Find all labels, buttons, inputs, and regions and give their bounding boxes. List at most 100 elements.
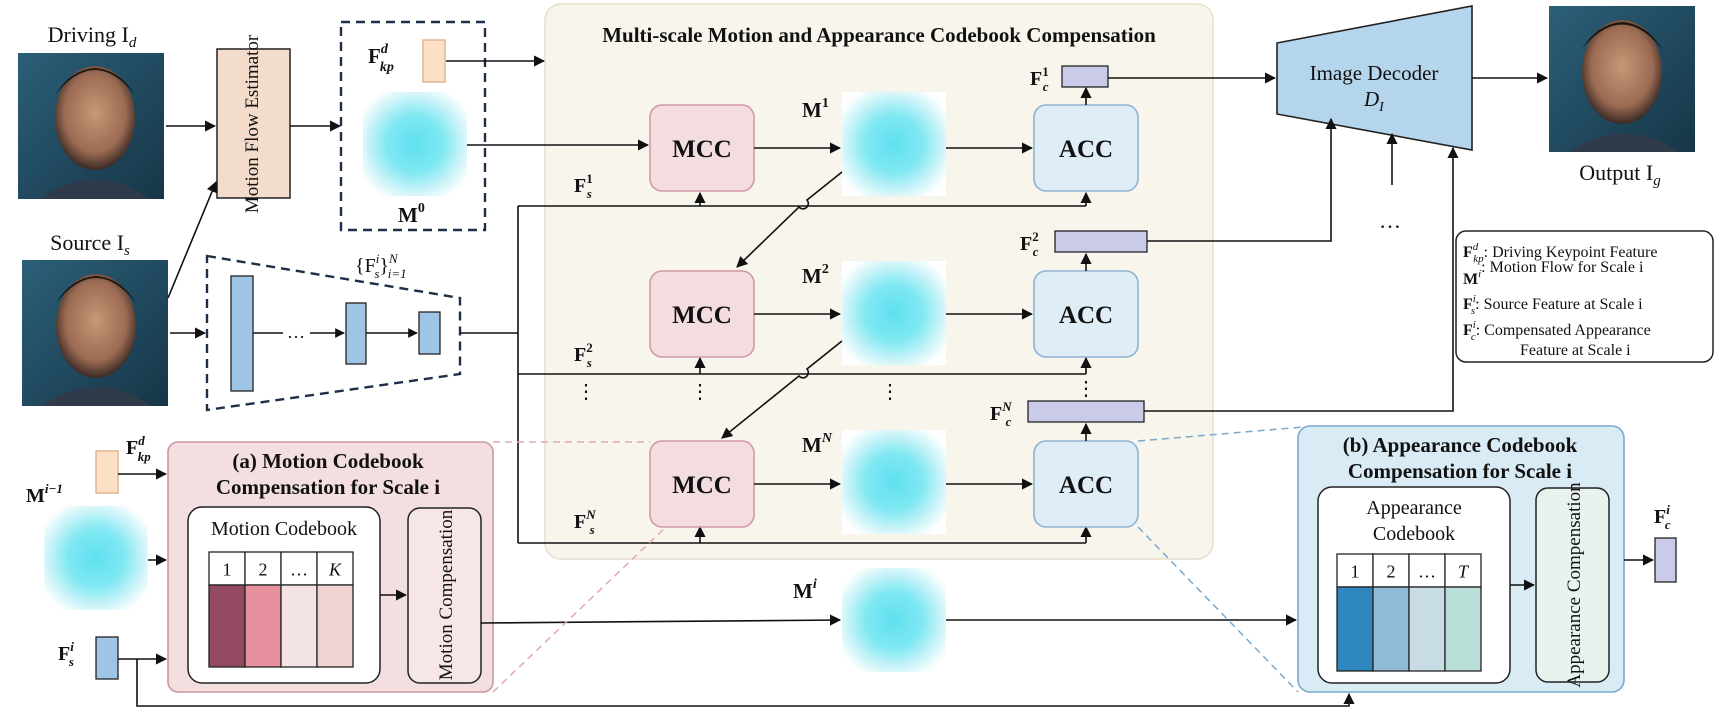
- appearance-compensation-box: [1535, 487, 1610, 683]
- panel-a-title-2: Compensation for Scale i: [216, 475, 440, 499]
- flow-mi: [842, 568, 946, 672]
- encoder-feature-1: [230, 275, 254, 392]
- motion-codebook-header-cell: [244, 551, 282, 586]
- source-feature-i: [95, 636, 119, 680]
- motion-codebook-entry: [208, 584, 246, 668]
- m2-label: M2: [802, 262, 829, 288]
- appearance-codebook-header-label: T: [1458, 562, 1470, 582]
- source-image: [22, 260, 168, 406]
- panel-a-title-1: (a) Motion Codebook: [232, 449, 424, 473]
- decoder-ellipsis: …: [1379, 208, 1401, 233]
- motion-codebook-header-cell: [208, 551, 246, 586]
- legend-continuation: Feature at Scale i: [1520, 342, 1631, 359]
- mi-label: Mi: [793, 577, 817, 603]
- main-panel-title: Multi-scale Motion and Appearance Codebo…: [602, 23, 1156, 47]
- motion-codebook-entry: [280, 584, 318, 668]
- motion-flow-estimator: [216, 48, 291, 199]
- appearance-codebook-header-label: 2: [1387, 562, 1396, 582]
- encoder-ellipsis: …: [287, 322, 305, 342]
- m1-label: M1: [802, 96, 829, 122]
- motion-compensation-label: Motion Compensation: [436, 509, 457, 680]
- motion-codebook-entry: [244, 584, 282, 668]
- fc2-feature: [1054, 230, 1148, 253]
- acc-block-n: ACC: [1033, 440, 1139, 528]
- mcc-block-n: MCC: [649, 440, 755, 528]
- mcc-block-1: MCC: [649, 104, 755, 192]
- appearance-codebook-cells: 1 2 … T: [1336, 553, 1482, 672]
- encoder-feature-3: [418, 311, 441, 355]
- acc-block-2: ACC: [1033, 270, 1139, 358]
- source-encoder: [205, 254, 462, 412]
- keypoint-feature: [422, 39, 446, 83]
- decoder-symbol: DI: [1363, 87, 1385, 115]
- motion-codebook-header-label: …: [290, 560, 308, 580]
- m-prev-label: Mi−1: [26, 481, 63, 507]
- svg-text:ACC: ACC: [1059, 472, 1113, 499]
- vellipsis-flow: ⋮: [880, 381, 900, 403]
- svg-text:MCC: MCC: [672, 136, 732, 163]
- panel-b-title-1: (b) Appearance Codebook: [1343, 433, 1578, 457]
- legend-box: [1455, 230, 1714, 363]
- vellipsis-fs: ⋮: [576, 381, 596, 403]
- mN-label: MN: [802, 431, 833, 457]
- flow-m1: [842, 92, 946, 196]
- appearance-codebook-entry: [1444, 586, 1482, 672]
- legend-item: Mi: Motion Flow for Scale i: [1463, 259, 1644, 288]
- output-image: [1549, 6, 1695, 152]
- appearance-codebook-header-cell: [1336, 553, 1374, 588]
- fcN-feature: [1027, 400, 1145, 423]
- appearance-codebook-title-2: Codebook: [1373, 523, 1455, 545]
- appearance-codebook-entry: [1408, 586, 1446, 672]
- appearance-codebook-header-cell: [1372, 553, 1410, 588]
- appearance-codebook-entry: [1372, 586, 1410, 672]
- flow-m-prev: [44, 506, 148, 610]
- vellipsis-mcc: ⋮: [690, 381, 710, 403]
- flow-m2: [842, 261, 946, 365]
- appearance-codebook-entry: [1336, 586, 1374, 672]
- appearance-compensation-label: Appearance Compensation: [1564, 482, 1585, 688]
- appearance-codebook-header-label: 1: [1351, 562, 1360, 582]
- vellipsis-acc: ⋮: [1076, 378, 1096, 400]
- appearance-codebook-title-1: Appearance: [1366, 497, 1462, 519]
- mcc-block-2: MCC: [649, 270, 755, 358]
- svg-text:ACC: ACC: [1059, 302, 1113, 329]
- fci-feature: [1654, 537, 1677, 583]
- motion-codebook-entry: [316, 584, 354, 668]
- encoder-feature-2: [345, 302, 367, 365]
- output-label: Output Ig: [1579, 160, 1661, 189]
- keypoint-feature-a: [95, 450, 119, 494]
- motion-compensation-box: [407, 507, 482, 684]
- motion-codebook-title: Motion Codebook: [211, 518, 357, 540]
- decoder-label: Image Decoder: [1310, 61, 1439, 85]
- svg-text:MCC: MCC: [672, 302, 732, 329]
- driving-label: Driving Id: [48, 22, 137, 51]
- flow-m0: [363, 92, 467, 196]
- motion-codebook-header-label: K: [328, 560, 342, 580]
- driving-image: [18, 53, 164, 199]
- image-decoder: [1276, 5, 1473, 151]
- source-label: Source Is: [50, 230, 130, 259]
- m0-label: M0: [398, 201, 425, 227]
- appearance-codebook-header-label: …: [1418, 562, 1436, 582]
- acc-block-1: ACC: [1033, 104, 1139, 192]
- motion-codebook-header-label: 1: [223, 560, 232, 580]
- motion-flow-estimator-label: Motion Flow Estimator: [242, 34, 263, 213]
